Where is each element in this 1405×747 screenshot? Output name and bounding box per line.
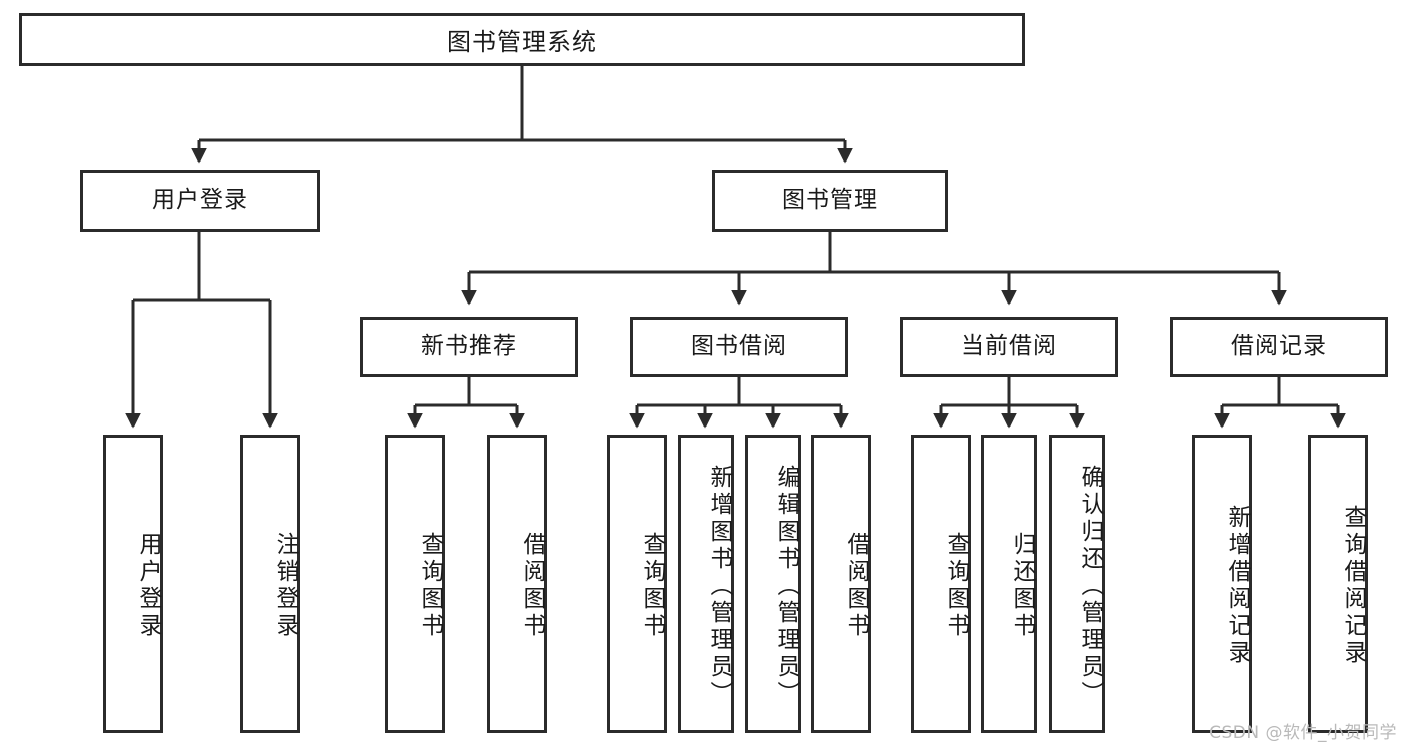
node-label: 查询图书 (417, 532, 443, 640)
leaf-borrow-query-book[interactable]: 查询图书 (607, 435, 667, 733)
node-label: 借阅图书 (519, 532, 545, 640)
node-borrow-records[interactable]: 借阅记录 (1170, 317, 1388, 377)
node-label: 查询图书 (943, 532, 969, 640)
node-label: 用户登录 (135, 532, 161, 640)
node-label: 查询借阅记录 (1340, 505, 1366, 667)
node-root-system[interactable]: 图书管理系统 (19, 13, 1025, 66)
node-label: 图书管理系统 (447, 28, 597, 56)
node-label: 归还图书 (1009, 532, 1035, 640)
node-label: 借阅记录 (1231, 333, 1327, 360)
leaf-user-login-login[interactable]: 用户登录 (103, 435, 163, 733)
leaf-borrow-borrow-book[interactable]: 借阅图书 (811, 435, 871, 733)
node-label: 用户登录 (152, 187, 248, 214)
leaf-current-query-book[interactable]: 查询图书 (911, 435, 971, 733)
node-label: 确认归还（管理员） (1077, 464, 1103, 708)
leaf-records-query-record[interactable]: 查询借阅记录 (1308, 435, 1368, 733)
leaf-records-add-record[interactable]: 新增借阅记录 (1192, 435, 1252, 733)
node-current-borrow[interactable]: 当前借阅 (900, 317, 1118, 377)
node-label: 新增图书（管理员） (706, 464, 732, 708)
node-label: 借阅图书 (843, 532, 869, 640)
leaf-new-book-query[interactable]: 查询图书 (385, 435, 445, 733)
node-user-login[interactable]: 用户登录 (80, 170, 320, 232)
leaf-borrow-add-book[interactable]: 新增图书（管理员） (678, 435, 734, 733)
leaf-borrow-edit-book[interactable]: 编辑图书（管理员） (745, 435, 801, 733)
node-label: 注销登录 (272, 532, 298, 640)
node-book-borrow[interactable]: 图书借阅 (630, 317, 848, 377)
leaf-new-book-borrow[interactable]: 借阅图书 (487, 435, 547, 733)
node-label: 当前借阅 (961, 333, 1057, 360)
watermark: CSDN @软件_小贺同学 (1209, 723, 1397, 743)
node-label: 图书管理 (782, 187, 878, 214)
node-label: 查询图书 (639, 532, 665, 640)
node-new-book-recommend[interactable]: 新书推荐 (360, 317, 578, 377)
node-label: 编辑图书（管理员） (773, 464, 799, 708)
leaf-current-return-book[interactable]: 归还图书 (981, 435, 1037, 733)
leaf-user-login-logout[interactable]: 注销登录 (240, 435, 300, 733)
leaf-current-confirm-return[interactable]: 确认归还（管理员） (1049, 435, 1105, 733)
node-label: 新书推荐 (421, 333, 517, 360)
node-label: 图书借阅 (691, 333, 787, 360)
node-label: 新增借阅记录 (1224, 505, 1250, 667)
node-book-management[interactable]: 图书管理 (712, 170, 948, 232)
